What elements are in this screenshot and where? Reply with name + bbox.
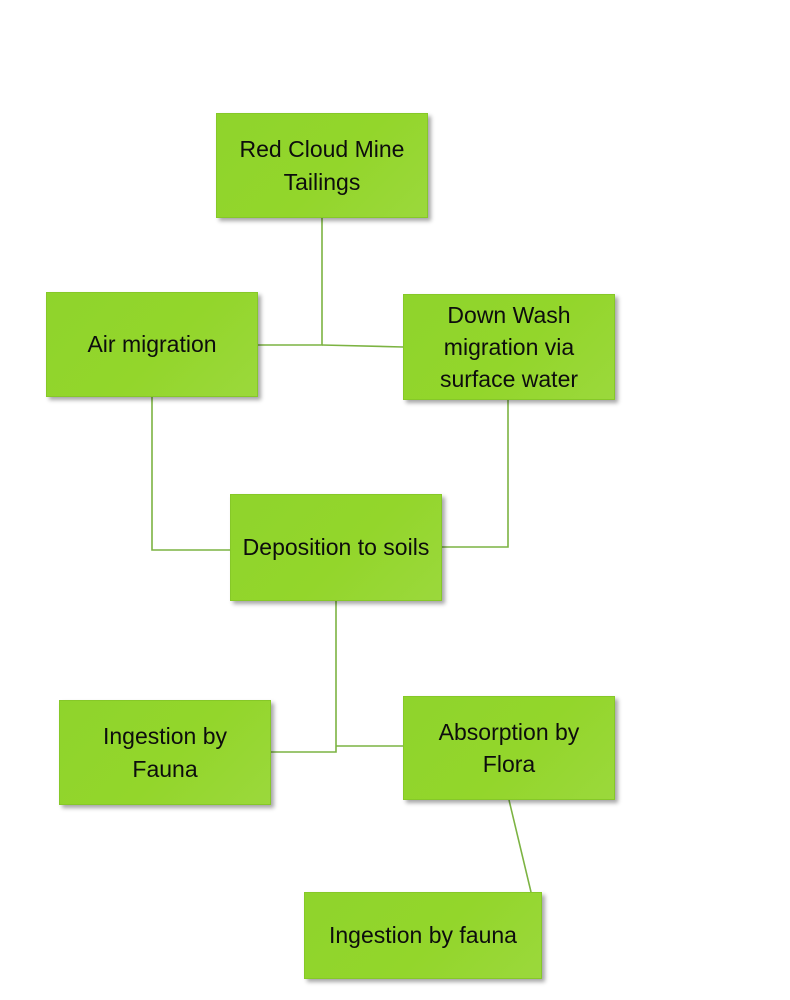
- node-label: Ingestion by fauna: [329, 922, 517, 949]
- node-label: Ingestion by Fauna: [102, 723, 228, 782]
- node-ingestion-by-fauna-secondary: Ingestion by fauna: [304, 892, 542, 979]
- node-label: Absorption by Flora: [438, 718, 580, 777]
- edge-air-to-deposition: [151, 397, 230, 551]
- node-label: Air migration: [87, 331, 217, 358]
- node-down-wash-migration: Down Wash migration via surface water: [403, 294, 615, 400]
- edge-deposition-to-fauna: [271, 601, 337, 753]
- node-label: Red Cloud Mine Tailings: [239, 136, 405, 195]
- node-label: Deposition to soils: [242, 534, 430, 561]
- edge-flora-to-fauna2: [508, 799, 532, 893]
- edge-downwash-to-deposition: [442, 400, 509, 548]
- node-deposition-to-soils: Deposition to soils: [230, 494, 442, 601]
- node-absorption-by-flora: Absorption by Flora: [403, 696, 615, 800]
- node-red-cloud-mine-tailings: Red Cloud Mine Tailings: [216, 113, 428, 218]
- edge-red-cloud-to-air: [258, 218, 323, 346]
- node-ingestion-by-fauna: Ingestion by Fauna: [59, 700, 271, 805]
- edge-red-cloud-to-downwash: [321, 344, 404, 348]
- node-label: Down Wash migration via surface water: [439, 301, 579, 393]
- node-air-migration: Air migration: [46, 292, 258, 397]
